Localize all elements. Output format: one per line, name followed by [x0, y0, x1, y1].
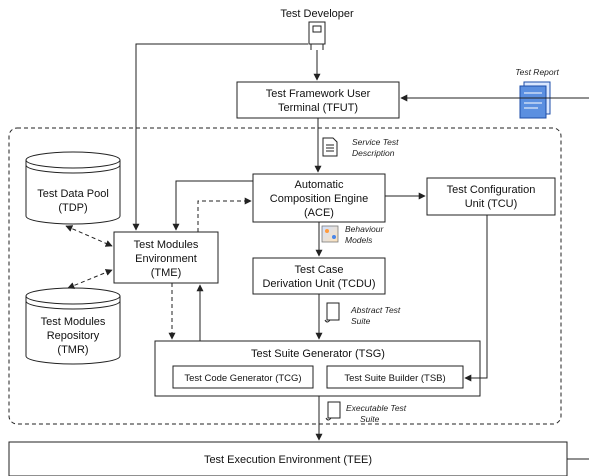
arrow-tcu-to-tsb — [464, 215, 488, 382]
tmr-label-line1: Test Modules — [41, 316, 106, 328]
tmr-label-line2: Repository — [47, 330, 100, 342]
behaviour-models-line2: Models — [345, 235, 373, 245]
scroll-icon — [325, 401, 341, 421]
ace-label-line3: (ACE) — [304, 207, 334, 219]
tee-label: Test Execution Environment (TEE) — [204, 454, 372, 466]
tmr-label-line3: (TMR) — [57, 344, 88, 356]
tme-label-line2: Environment — [135, 253, 197, 265]
tdp-label-line2: (TDP) — [58, 202, 87, 214]
service-test-description-line1: Service Test — [352, 137, 399, 147]
abstract-test-suite-line1: Abstract Test — [350, 305, 401, 315]
tcdu-label-line2: Derivation Unit (TCDU) — [262, 278, 375, 290]
tfut-box — [236, 81, 400, 119]
tcdu-box — [252, 257, 386, 295]
arrow-ace-to-tme — [172, 180, 253, 231]
abstract-test-suite-line2: Suite — [351, 316, 371, 326]
behaviour-models-line1: Behaviour — [345, 224, 384, 234]
arrow-developer-to-tme — [132, 43, 308, 231]
tcu-label-line2: Unit (TCU) — [465, 198, 518, 210]
tsb-label: Test Suite Builder (TSB) — [344, 373, 445, 384]
tdp-database — [25, 151, 121, 225]
tee-box — [8, 441, 568, 476]
service-test-description-line2: Description — [352, 148, 395, 158]
ace-label-line1: Automatic — [295, 179, 344, 191]
tsg-title: Test Suite Generator (TSG) — [251, 348, 385, 360]
executable-test-suite-line2: Suite — [360, 414, 380, 424]
tcu-box — [426, 177, 556, 216]
tdp-label-line1: Test Data Pool — [37, 188, 109, 200]
test-report-label: Test Report — [515, 67, 559, 77]
scroll-icon — [324, 302, 340, 323]
arrow-tme-to-ace-dashed — [197, 197, 252, 232]
test-developer-label: Test Developer — [280, 8, 354, 20]
tsb-box — [326, 365, 464, 389]
test-developer-actor-icon — [308, 21, 326, 50]
tme-label-line1: Test Modules — [134, 239, 199, 251]
tme-box — [113, 231, 219, 284]
tcdu-label-line1: Test Case — [295, 264, 344, 276]
tcu-label-line1: Test Configuration — [447, 184, 536, 196]
tmr-database — [25, 287, 121, 365]
tfut-label-line1: Test Framework User — [266, 88, 371, 100]
behaviour-models-icon — [321, 225, 339, 243]
tfut-label-line2: Terminal (TFUT) — [278, 102, 358, 114]
ace-label-line2: Composition Engine — [270, 193, 368, 205]
tcg-label: Test Code Generator (TCG) — [184, 373, 301, 384]
tme-label-line3: (TME) — [151, 267, 182, 279]
tcg-box — [172, 365, 314, 389]
framework-boundary — [8, 127, 562, 425]
arrow-tdp-tme-dashed — [65, 225, 113, 247]
document-icon — [322, 137, 338, 157]
arrow-tmr-tme-dashed — [67, 269, 113, 289]
test-report-icon — [519, 81, 551, 119]
ace-box — [252, 173, 386, 223]
executable-test-suite-line1: Executable Test — [346, 403, 407, 413]
